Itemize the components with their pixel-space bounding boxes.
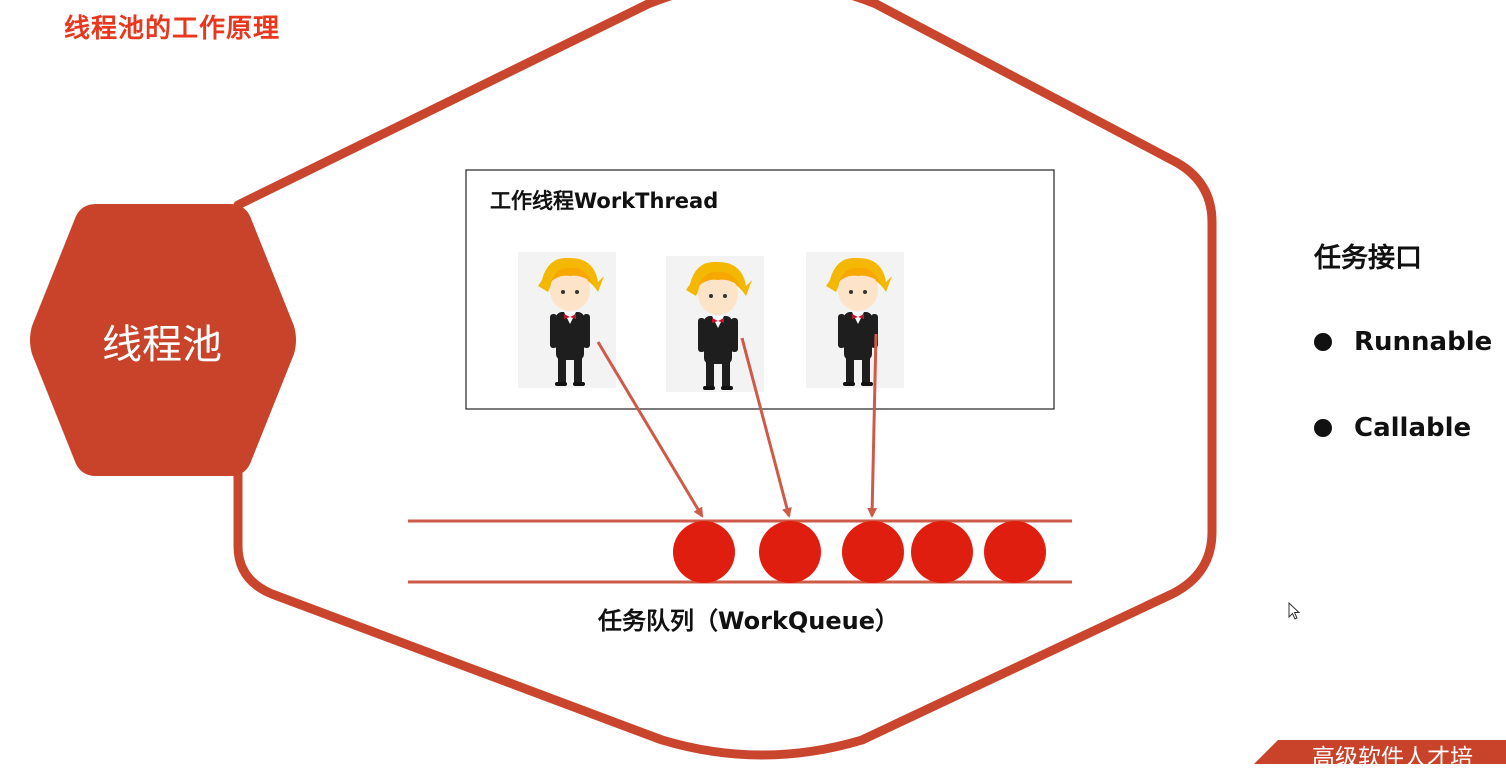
task-item-5 bbox=[984, 521, 1046, 583]
interface-item-runnable: Runnable bbox=[1314, 322, 1492, 362]
interface-item-label: Runnable bbox=[1354, 327, 1493, 357]
pool-label: 线程池 bbox=[102, 322, 222, 368]
interface-item-label: Callable bbox=[1354, 413, 1472, 443]
worker-panel-title: 工作线程WorkThread bbox=[490, 189, 719, 213]
slide-title: 线程池的工作原理 bbox=[64, 14, 281, 44]
worker-group bbox=[518, 252, 904, 392]
worker-figure-2 bbox=[666, 256, 764, 392]
task-item-3 bbox=[842, 521, 904, 583]
worker-figure-3 bbox=[806, 252, 904, 388]
task-group bbox=[673, 521, 1046, 583]
watermark-text: 高级软件人才培 bbox=[1312, 745, 1473, 771]
fetch-arrow-2 bbox=[740, 337, 792, 518]
interface-item-callable: Callable bbox=[1314, 408, 1492, 448]
bullet-icon bbox=[1314, 333, 1332, 351]
pool-outline bbox=[233, 0, 1217, 760]
interface-list: Runnable Callable bbox=[1314, 322, 1492, 494]
fetch-arrow-3 bbox=[867, 333, 878, 518]
fetch-arrow-1 bbox=[596, 341, 704, 518]
watermark-ribbon bbox=[1254, 740, 1506, 764]
bullet-icon bbox=[1314, 419, 1332, 437]
mouse-cursor-icon bbox=[1288, 602, 1301, 620]
task-item-2 bbox=[759, 521, 821, 583]
pool-hexagon bbox=[30, 204, 296, 476]
task-item-1 bbox=[673, 521, 735, 583]
worker-figure-1 bbox=[518, 252, 616, 388]
queue-label: 任务队列（WorkQueue） bbox=[598, 607, 900, 635]
task-item-4 bbox=[911, 521, 973, 583]
interface-title: 任务接口 bbox=[1314, 243, 1422, 274]
